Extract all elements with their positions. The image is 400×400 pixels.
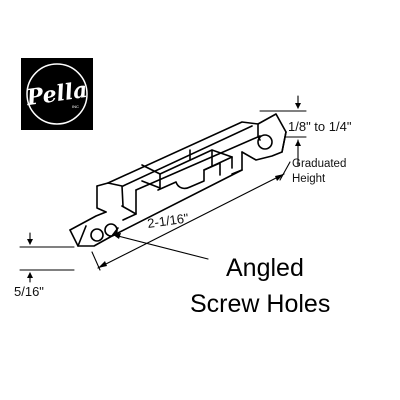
end-height-dimension: 5/16"	[14, 232, 75, 299]
strike-part-drawing	[69, 113, 287, 247]
screw-hole-leader	[117, 235, 209, 260]
caption-line-1: Angled	[226, 254, 304, 282]
graduated-label: Graduated	[292, 158, 346, 170]
height-label: Height	[292, 173, 326, 185]
length-label: 2-1/16"	[146, 210, 190, 231]
end-height-label: 5/16"	[14, 284, 44, 299]
pella-logo: Pella INC	[21, 58, 93, 130]
length-dimension: 2-1/16"	[91, 161, 291, 271]
height-range-dimension: 1/8" to 1/4" Graduated Height	[259, 95, 352, 185]
logo-mark: INC	[72, 104, 79, 109]
leader-arrowhead	[112, 233, 121, 239]
height-range-label: 1/8" to 1/4"	[288, 119, 352, 134]
caption-line-2: Screw Holes	[190, 290, 330, 318]
